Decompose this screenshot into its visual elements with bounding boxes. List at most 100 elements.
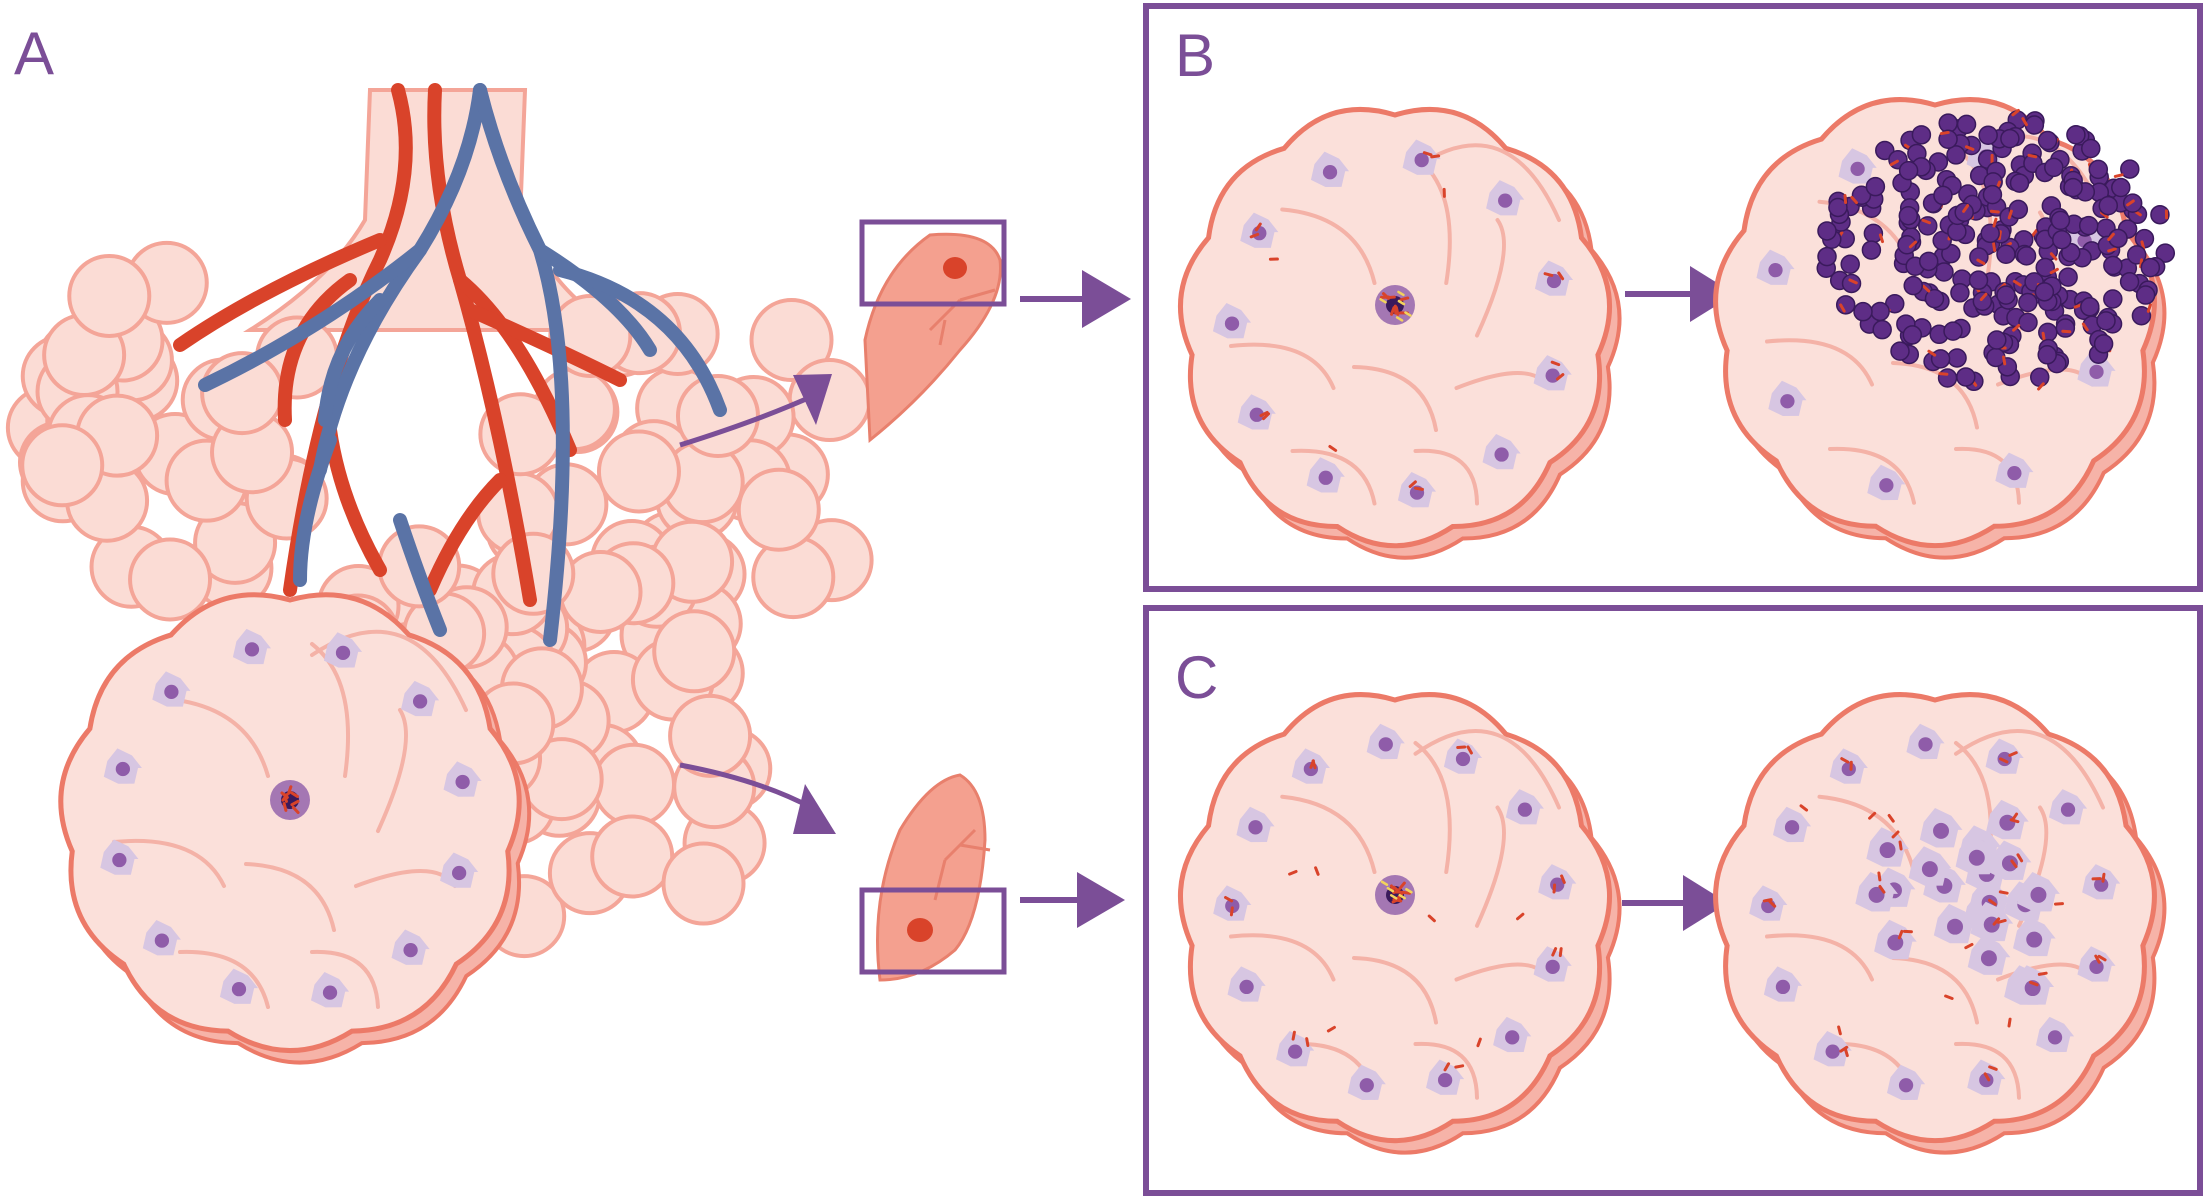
bacteria: [1414, 486, 1424, 491]
neutrophil-cell: [1938, 113, 1958, 133]
neutrophil-cell: [2018, 312, 2038, 333]
bacteria: [1768, 899, 1777, 908]
bacteria: [1261, 412, 1271, 421]
bacteria: [1840, 757, 1850, 764]
neutrophil-cell: [1918, 216, 1938, 236]
neutrophil-cell: [1872, 319, 1892, 340]
lung-icon-lower: [859, 773, 1007, 982]
panel-a: A: [5, 20, 1131, 1065]
vein-branches: [198, 83, 727, 647]
macrophage-cell: [440, 852, 479, 888]
neutrophil-cell: [1950, 283, 1970, 303]
alveolar-septum: [1828, 446, 1916, 505]
bacteria: [2011, 108, 2020, 117]
infection-focus: [1375, 285, 1415, 325]
bacteria: [2012, 323, 2021, 332]
bacteria: [1868, 811, 1877, 820]
yellow-particle: [1379, 298, 1387, 304]
bacteria: [1921, 218, 1932, 225]
infection-focus: [1375, 875, 1415, 915]
panel-c-frame: [1143, 605, 2203, 1196]
bacteria: [1560, 874, 1566, 884]
panel-b-frame: [1143, 3, 2203, 592]
yellow-particle: [1395, 316, 1404, 322]
neutrophil-cell: [2155, 243, 2176, 263]
alveolar-bud: [128, 537, 213, 622]
neutrophil-cell: [1947, 348, 1967, 368]
macrophage-cell: [1838, 148, 1877, 184]
macrophage-cell: [1908, 846, 1952, 886]
bacteria: [2107, 247, 2117, 253]
bacteria: [1552, 883, 1557, 894]
alveolar-septum: [1229, 342, 1336, 390]
alveolar-septum: [167, 697, 270, 778]
neutrophil-cell: [1911, 125, 1932, 145]
macrophage-cell: [1855, 872, 1898, 912]
alveolar-septum: [310, 949, 380, 1009]
macrophage-cell: [219, 968, 259, 1004]
macrophage-cell: [2017, 872, 2060, 912]
neutrophil-cell: [1930, 349, 1951, 369]
neutrophil-cell: [2037, 345, 2057, 365]
yellow-particle: [1397, 290, 1405, 297]
bacteria: [1939, 130, 1950, 136]
neutrophil-cell: [2009, 173, 2030, 193]
pulmonary-vessels: [173, 83, 727, 647]
yellow-particle: [1405, 887, 1413, 894]
bacteria: [1850, 195, 1858, 205]
alveolar-bud: [749, 298, 834, 383]
bacteria: [1979, 292, 1988, 301]
bacteria: [1927, 349, 1937, 357]
bacteria: [1938, 372, 1949, 376]
alveolar-septum: [1954, 729, 2105, 810]
macrophage-cell: [1995, 452, 2034, 488]
bacteria: [1309, 759, 1315, 769]
bacteria: [2010, 859, 2018, 869]
bacteria: [1543, 272, 1554, 277]
macrophage-cell: [1212, 303, 1252, 339]
yellow-particle: [1389, 894, 1398, 900]
macrophage-cell: [1533, 946, 1572, 982]
neutrophil-cell: [2050, 210, 2071, 231]
neutrophil-cell: [2134, 228, 2155, 249]
bacteria: [287, 785, 293, 795]
macrophage-cell: [310, 972, 350, 1008]
bacteria: [1555, 373, 1565, 381]
bacteria: [1399, 296, 1410, 302]
alveolar-septum: [1280, 207, 1377, 285]
neutrophil-cell: [1947, 221, 1967, 242]
neutrophil-cell: [2098, 195, 2119, 216]
macrophage-cell: [232, 628, 272, 665]
macrophage-cell: [1919, 807, 1963, 848]
neutrophil-cell: [1875, 140, 1895, 161]
yellow-particle: [1397, 299, 1406, 306]
alveolar-lobule-b-early: [1178, 106, 1622, 560]
neutrophil-cell: [1828, 197, 1848, 218]
bacteria: [2037, 382, 2045, 391]
neutrophil-cell: [2140, 257, 2161, 278]
bacteria: [1988, 1065, 1998, 1071]
neutrophil-mass: [1816, 108, 2176, 392]
neutrophil-cell: [2038, 322, 2058, 343]
neutrophil-cell: [2078, 215, 2099, 236]
bacteria: [2049, 252, 2058, 261]
bacteria: [1889, 159, 1899, 167]
alveolar-bud: [20, 423, 105, 508]
alveolar-lobule-c-early: [1178, 692, 1622, 1155]
alveolar-lobule-b-neutrophil-infiltrate: [1713, 97, 2176, 560]
bacteria: [291, 805, 300, 815]
arrowhead-to-upper-lung: [793, 374, 832, 425]
bacteria: [1305, 1037, 1310, 1048]
bacteria: [2061, 329, 2072, 334]
neutrophil-cell: [1898, 205, 1919, 226]
bacteria: [1381, 292, 1391, 300]
macrophage-cell: [2082, 864, 2121, 900]
bacteria: [2030, 228, 2039, 238]
bacteria: [1878, 233, 1884, 244]
bacteria: [1422, 151, 1433, 157]
macrophage-cell: [1967, 935, 2011, 975]
neutrophil-cell: [2096, 311, 2116, 331]
neutrophil-cell: [1897, 235, 1917, 255]
bacteria: [1466, 745, 1473, 755]
arrow-to-lower-lung: [679, 762, 814, 811]
